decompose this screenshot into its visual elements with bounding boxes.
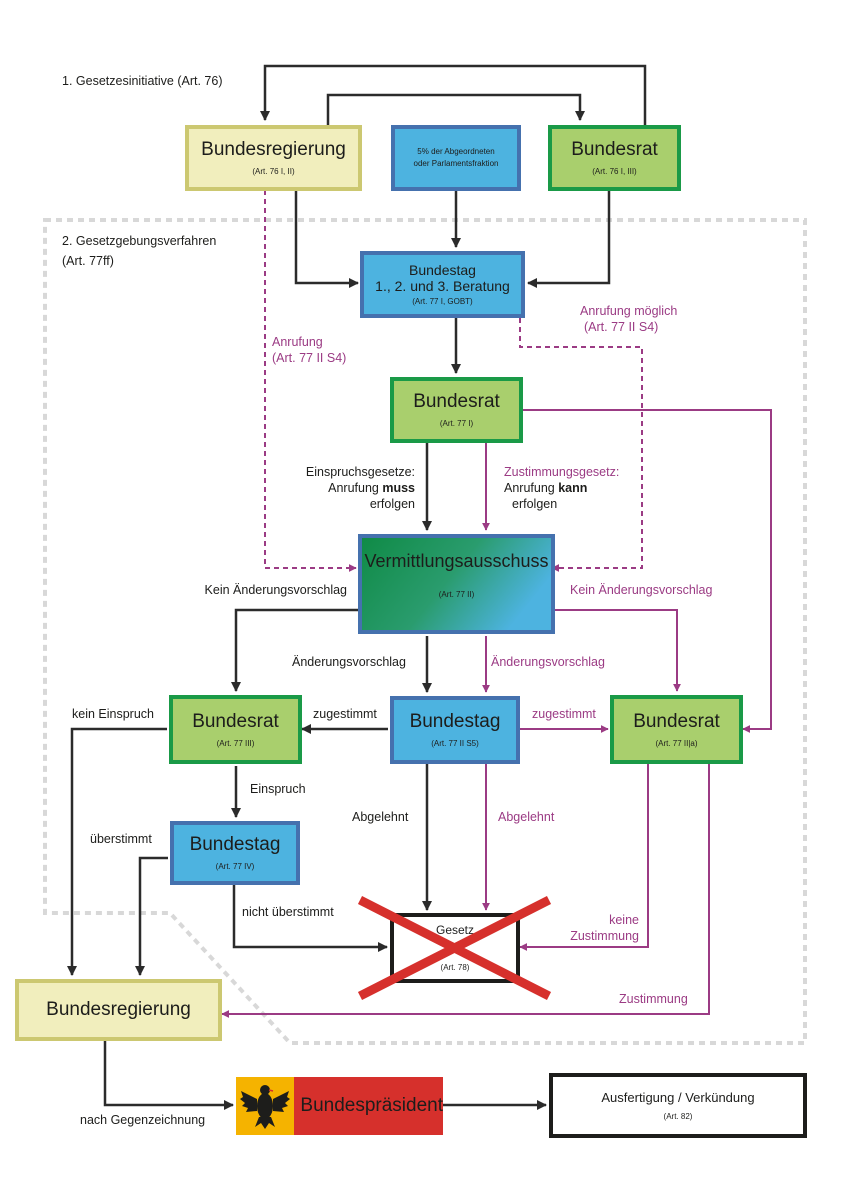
- box-article: (Art. 82): [663, 1111, 693, 1121]
- box-title: Bundesrat: [571, 139, 658, 160]
- box-title: Bundestag: [409, 711, 501, 732]
- box-line1: 5% der Abgeordneten: [417, 147, 495, 156]
- box-title: Ausfertigung / Verkündung: [601, 1089, 755, 1105]
- box-title: Bundesregierung: [201, 139, 346, 160]
- nicht-ueberstimmt-label: nicht überstimmt: [242, 905, 334, 919]
- nach-gegenzeichnung-label: nach Gegenzeichnung: [80, 1113, 206, 1127]
- anrufung-right-article: (Art. 77 II S4): [584, 320, 659, 334]
- box-title: Bundesregierung: [46, 999, 191, 1020]
- box-article: (Art. 76 I, II): [252, 167, 295, 176]
- zustimmung-kann-label: Anrufung kann: [504, 481, 588, 495]
- box-subtitle: 1., 2. und 3. Beratung: [375, 278, 510, 294]
- box-title: Vermittlungsausschuss: [364, 551, 549, 571]
- einspruch-label: Einspruch: [250, 782, 306, 796]
- kein-einspruch-label: kein Einspruch: [72, 707, 154, 721]
- vermittlungsausschuss-box[interactable]: Vermittlungsausschuss (Art. 77 II): [360, 536, 553, 632]
- bundestag-77iv-box[interactable]: Bundestag (Art. 77 IV): [170, 821, 300, 885]
- eagle-icon: [236, 1077, 295, 1135]
- box-article: (Art. 76 I, III): [592, 167, 637, 176]
- box-article: (Art. 77 III): [216, 738, 255, 748]
- box-line2: oder Parlamentsfraktion: [413, 159, 499, 168]
- vermittlungsausschuss-fill: [358, 534, 555, 634]
- box-article: (Art. 77 II): [438, 590, 475, 599]
- box-article: (Art. 77 IV): [215, 862, 255, 871]
- muss-emphasis: muss: [382, 481, 415, 495]
- box-article: (Art. 77 II|a): [655, 738, 698, 748]
- procedure-heading-article: (Art. 77ff): [62, 254, 114, 268]
- aenderungsvorschlag-black: Änderungsvorschlag: [292, 655, 406, 669]
- box-title: Bundespräsident: [300, 1095, 443, 1116]
- box-title: Bundesrat: [192, 710, 279, 732]
- keine-zustimmung-label: Zustimmung: [570, 929, 639, 943]
- bundestag-beratung-box[interactable]: Bundestag 1., 2. und 3. Beratung (Art. 7…: [360, 251, 525, 318]
- procedure-frame: [43, 218, 807, 1045]
- einspruch-muss-label: Anrufung muss: [328, 481, 415, 495]
- aenderungsvorschlag-magenta: Änderungsvorschlag: [491, 655, 605, 669]
- keine-label: keine: [609, 913, 639, 927]
- zustimmung-label: Zustimmung: [619, 992, 688, 1006]
- box-article: (Art. 77 I): [439, 419, 474, 428]
- ausfertigung-box[interactable]: Ausfertigung / Verkündung (Art. 82): [549, 1073, 807, 1138]
- bundespraesident-box[interactable]: Bundespräsident: [236, 1077, 443, 1135]
- einspruchsgesetze-label: Einspruchsgesetze:: [305, 465, 415, 479]
- procedure-heading: 2. Gesetzgebungsverfahren: [62, 234, 217, 248]
- box-title: Bundestag: [409, 262, 476, 278]
- abgeordnete-initiative-box[interactable]: 5% der Abgeordneten oder Parlamentsfrakt…: [391, 125, 521, 191]
- einspruch-erfolgen-label: erfolgen: [369, 497, 415, 511]
- bundesrat-initiative-box[interactable]: Bundesrat (Art. 76 I, III): [548, 125, 681, 191]
- anrufung-right-label: Anrufung möglich: [580, 304, 678, 318]
- box-title: Gesetz: [435, 923, 474, 937]
- anrufung-left-label: Anrufung: [272, 335, 323, 349]
- zugestimmt-magenta-label: zugestimmt: [532, 707, 596, 721]
- kann-emphasis: kann: [558, 481, 588, 495]
- anrufung-left-article: (Art. 77 II S4): [272, 351, 347, 365]
- abgelehnt-magenta-label: Abgelehnt: [498, 810, 555, 824]
- bundesregierung-final-box[interactable]: Bundesregierung: [15, 979, 222, 1041]
- zugestimmt-black-label: zugestimmt: [313, 707, 377, 721]
- box-title: Bundesrat: [633, 710, 720, 732]
- cross-icon: [357, 896, 552, 1000]
- zustimmungsgesetz-label: Zustimmungsgesetz:: [504, 465, 620, 479]
- kein-aenderungsvorschlag-right: Kein Änderungsvorschlag: [570, 583, 713, 597]
- bundesrat-77iia-box[interactable]: Bundesrat (Art. 77 II|a): [610, 695, 743, 764]
- initiative-heading: 1. Gesetzesinitiative (Art. 76): [62, 74, 223, 88]
- bundesrat-77i-box[interactable]: Bundesrat (Art. 77 I): [390, 377, 523, 443]
- ueberstimmt-label: überstimmt: [90, 832, 152, 846]
- kein-aenderungsvorschlag-left: Kein Änderungsvorschlag: [204, 583, 347, 597]
- bundesrat-77iii-box[interactable]: Bundesrat (Art. 77 III): [169, 695, 302, 764]
- box-article: (Art. 78): [440, 963, 470, 972]
- zustimmung-erfolgen-label: erfolgen: [512, 497, 558, 511]
- box-article: (Art. 77 I, GOBT): [412, 297, 473, 306]
- bundestag-77ii-s5-box[interactable]: Bundestag (Art. 77 II S5): [390, 696, 520, 764]
- box-article: (Art. 77 II S5): [431, 739, 479, 748]
- box-title: Bundesrat: [413, 391, 500, 412]
- bundesregierung-initiative-box[interactable]: Bundesregierung (Art. 76 I, II): [185, 125, 362, 191]
- abgelehnt-black-label: Abgelehnt: [352, 810, 409, 824]
- box-title: Bundestag: [189, 834, 281, 855]
